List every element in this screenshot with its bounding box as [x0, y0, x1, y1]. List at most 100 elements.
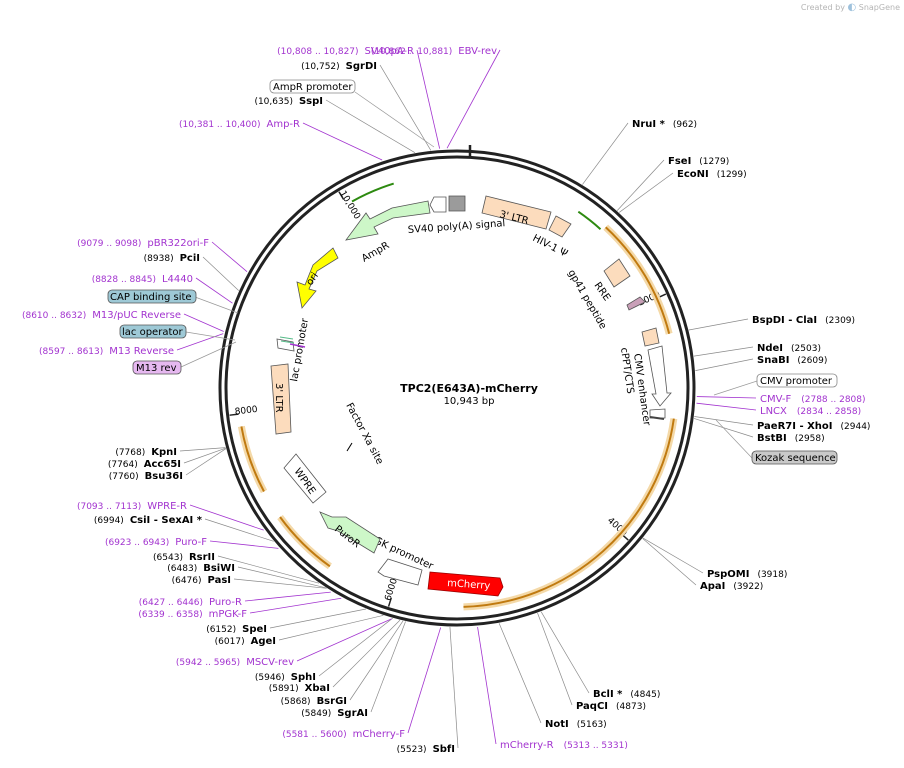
site-label[interactable]: NdeI(2503) [757, 343, 821, 354]
ampr-promoter-box[interactable] [269, 79, 356, 94]
primer-label[interactable]: (5581 .. 5600)mCherry-F [282, 729, 405, 740]
site-label[interactable]: (5868)BsrGI [281, 696, 347, 707]
primer-label[interactable]: (8610 .. 8632)M13/pUC Reverse [22, 310, 181, 321]
site-leader-line [325, 99, 416, 154]
feature-pgk-promoter[interactable] [377, 558, 423, 586]
site-label[interactable]: BclI *(4845) [593, 689, 660, 700]
primer-position: (10,862 .. 10,881) [371, 47, 452, 57]
site-label[interactable]: SnaBI(2609) [757, 355, 827, 366]
primer-label[interactable]: (6923 .. 6943)Puro-F [105, 537, 207, 548]
primer-label[interactable]: (8828 .. 8845)L4440 [92, 274, 193, 285]
feature-ori[interactable] [296, 247, 339, 309]
site-leader-line [233, 578, 327, 589]
feature-hiv-psi[interactable] [548, 215, 572, 238]
site-label[interactable]: (5523)SbfI [397, 744, 455, 755]
feature-3ltr-left[interactable] [270, 363, 292, 435]
site-label[interactable]: ApaI(3922) [700, 581, 763, 592]
site-leader-line [616, 159, 665, 211]
site-label[interactable]: NruI *(962) [632, 119, 697, 130]
primer-name: M13 Reverse [109, 346, 174, 357]
primer-label[interactable]: CMV-F(2788 .. 2808) [760, 394, 866, 405]
feature-cppt[interactable] [641, 327, 660, 347]
site-label[interactable]: (10,752)SgrDI [301, 61, 377, 72]
m13-rev-box[interactable] [132, 360, 182, 375]
feature-3ltr-top[interactable] [481, 195, 552, 230]
kozak-sequence-box[interactable] [751, 450, 838, 465]
site-name: Acc65I [144, 459, 181, 470]
site-label[interactable]: (6543)RsrII [153, 552, 215, 563]
site-leader-line [695, 358, 754, 371]
primer-name: L4440 [162, 274, 193, 285]
site-name: CsiI - SexAI * [130, 515, 203, 526]
site-name: PciI [180, 253, 200, 264]
feature-rre[interactable] [603, 258, 631, 288]
site-label[interactable]: (7764)Acc65I [108, 459, 181, 470]
feature-cmv-enhancer[interactable] [647, 345, 672, 407]
boxed-labels: AmpR promoter CAP binding site lac opera… [107, 79, 838, 465]
site-label[interactable]: NotI(5163) [545, 719, 607, 730]
feature-ampr[interactable] [345, 200, 431, 241]
cap-binding-site-box[interactable] [107, 289, 197, 304]
site-leader-line [332, 619, 401, 688]
site-label[interactable]: (5946)SphI [255, 672, 316, 683]
primer-label[interactable]: (8597 .. 8613)M13 Reverse [39, 346, 174, 357]
primer-name: mPGK-F [209, 609, 248, 620]
site-label[interactable]: FseI(1279) [668, 156, 729, 167]
primer-name: SV40pA-R [365, 46, 414, 57]
cmv-promoter-box[interactable] [756, 373, 838, 388]
primer-label[interactable]: (7093 .. 7113)WPRE-R [77, 501, 187, 512]
site-label[interactable]: (6017)AgeI [215, 636, 276, 647]
site-label[interactable]: (6476)PasI [172, 575, 231, 586]
site-label[interactable]: BstBI(2958) [757, 433, 825, 444]
site-name: BspDI - ClaI [752, 315, 817, 326]
orf-arc-1 [605, 226, 671, 335]
feature-puror[interactable] [319, 511, 381, 554]
site-name: SspI [299, 96, 323, 107]
feature-wpre[interactable] [283, 453, 327, 504]
site-position: (6543) [153, 553, 183, 563]
site-position: (5868) [281, 697, 311, 707]
primer-label[interactable]: (10,808 .. 10,827)SV40pA-R [277, 46, 414, 57]
site-leader-line [217, 555, 320, 584]
site-label[interactable]: (10,635)SspI [254, 96, 323, 107]
site-name: FseI [668, 156, 691, 167]
site-label[interactable]: (6994)CsiI - SexAI * [94, 515, 203, 526]
feature-sv40-polya-label: SV40 poly(A) signal [407, 218, 505, 236]
primer-label[interactable]: (10,862 .. 10,881)EBV-rev [371, 46, 497, 57]
primer-label[interactable]: (6427 .. 6446)Puro-R [139, 597, 242, 608]
feature-sv40-polya[interactable] [448, 195, 466, 212]
site-label[interactable]: (6152)SpeI [206, 624, 267, 635]
site-leader-line [379, 64, 432, 151]
lac-operator-box[interactable] [119, 324, 187, 339]
site-label[interactable]: (7760)Bsu36I [109, 471, 183, 482]
site-label[interactable]: (5891)XbaI [269, 683, 330, 694]
site-label[interactable]: (7768)KpnI [115, 447, 177, 458]
primer-label[interactable]: mCherry-R(5313 .. 5331) [500, 740, 628, 751]
site-name: BsiWI [203, 563, 235, 574]
site-label[interactable]: PspOMI(3918) [707, 569, 787, 580]
site-label[interactable]: (8938)PciI [144, 253, 200, 264]
primer-label[interactable]: (5942 .. 5965)MSCV-rev [176, 657, 294, 668]
lac-operator-label: lac operator [122, 327, 183, 338]
site-label[interactable]: BspDI - ClaI(2309) [752, 315, 855, 326]
feature-gp41[interactable] [626, 296, 646, 311]
site-label[interactable]: (6483)BsiWI [167, 563, 235, 574]
site-label[interactable]: EcoNI(1299) [677, 169, 747, 180]
primer-leader-line [407, 627, 442, 734]
feature-cmv-promoter-shape[interactable] [649, 408, 666, 419]
primer-label[interactable]: (9079 .. 9098)pBR322ori-F [77, 238, 209, 249]
feature-ampr-promoter-shape[interactable] [429, 196, 447, 213]
primer-label[interactable]: LNCX(2834 .. 2858) [760, 406, 861, 417]
primer-position: (5313 .. 5331) [564, 741, 628, 751]
site-name: PaqCI [576, 701, 608, 712]
primer-label[interactable]: (6339 .. 6358)mPGK-F [138, 609, 247, 620]
site-label[interactable]: (5849)SgrAI [301, 708, 368, 719]
site-label[interactable]: PaeR7I - XhoI(2944) [757, 421, 870, 432]
primer-label[interactable]: (10,381 .. 10,400)Amp-R [179, 119, 300, 130]
primer-position: (2788 .. 2808) [801, 395, 865, 405]
site-leader-line [269, 608, 367, 629]
site-leader-line [642, 537, 704, 574]
feature-mcherry[interactable] [427, 571, 504, 597]
site-label[interactable]: PaqCI(4873) [576, 701, 646, 712]
